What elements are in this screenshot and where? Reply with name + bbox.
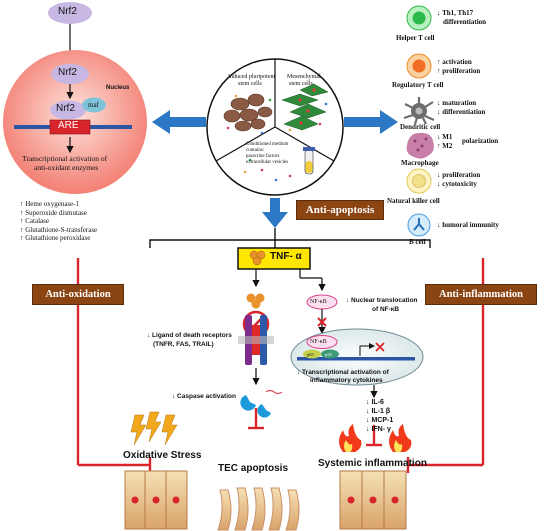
tnf-label: TNF- α [270, 251, 302, 262]
nk-effect-1: ↓ proliferation [437, 171, 481, 179]
nfkb-pathway [290, 294, 424, 399]
cytokine-item: ↓ IL-1 β [366, 408, 391, 415]
treg-effect-1: ↑ activation [437, 58, 472, 66]
maf-label: maf [88, 101, 99, 109]
cm-label-2: contains: [246, 148, 265, 153]
cytokine-item: ↓ IL-6 [366, 399, 384, 406]
dendritic-label: Dendritic cell [400, 123, 441, 131]
nfkb-top-label: NF-κB [310, 299, 327, 305]
enzyme-item: ↑ Catalase [20, 217, 49, 225]
macrophage-effect-1: ↓ M1 [437, 133, 453, 141]
enzyme-item: ↑ Glutathione peroxidase [20, 234, 91, 242]
cm-label-4: extracellular vesicles [246, 160, 289, 165]
ligand-label-2: (TNFR, FAS, TRAIL) [153, 341, 214, 348]
macrophage-effect-2: ↑ M2 [437, 142, 453, 150]
nrf2-cytoplasm [48, 2, 92, 24]
dendritic-effect-1: ↓ maturation [437, 99, 477, 107]
nfkb-translocation-2: of NF-κB [372, 306, 400, 313]
flames [339, 424, 412, 452]
msc-label-1: Mesenchymal [287, 74, 321, 80]
p65-label: p65 [307, 352, 314, 357]
ipsc-label-1: Induced pluripotent [228, 74, 276, 80]
helper-t-label: Helper T cell [396, 34, 435, 42]
nfkb-transcription-2: inflammatory cytokines [310, 377, 383, 384]
nfkb-inner-label: NF-κB [310, 339, 327, 345]
nucleus-transcription-2: anti-oxidant enzymes [34, 163, 99, 172]
helper-t-effect-2: differentiation [443, 18, 487, 26]
nrf2-mid-label: Nrf2 [58, 67, 77, 78]
death-receptor [238, 293, 283, 418]
ligand-label-1: ↓ Ligand of death receptors [147, 332, 232, 339]
immune-cells [403, 5, 435, 237]
nk-effect-2: ↓ cytotoxicity [437, 180, 477, 188]
nrf2-top-label: Nrf2 [58, 6, 77, 17]
ipsc-label-2: stem cells [238, 81, 262, 87]
tec-cells-left [124, 470, 188, 530]
nucleus-transcription-1: Transcriptional activation of [22, 154, 108, 163]
anti-oxidation-box: Anti-oxidation [32, 284, 124, 305]
enzyme-list: ↑ Heme oxygenase-1 ↑ Superoxide dismutas… [20, 200, 97, 243]
caspase-label: ↓ Caspase activation [172, 393, 236, 400]
cytokine-list: ↓ IL-6 ↓ IL-1 β ↓ MCP-1 ↓ IFN- γ [366, 398, 393, 434]
nucleus-label: Nucleus [106, 85, 130, 91]
tec-cells-apoptotic [217, 487, 300, 531]
macrophage-label: Macrophage [401, 159, 439, 167]
nrf2-low-label: Nrf2 [56, 103, 75, 114]
b-cell-label: B cell [409, 238, 426, 246]
lightning-bolts [130, 411, 178, 446]
b-cell-effect: ↓ humoral immunity [437, 221, 499, 229]
cm-label-3: paracrine factors [246, 154, 280, 159]
cytokine-item: ↓ MCP-1 [366, 417, 394, 424]
nucleus-diagram [3, 2, 147, 194]
p50-label: p50 [325, 352, 332, 357]
blue-arrows [152, 110, 398, 228]
nk-label: Natural killer cell [387, 197, 440, 205]
dendritic-effect-2: ↓ differentiation [437, 108, 486, 116]
macrophage-polarization: polarization [462, 137, 499, 145]
treg-effect-2: ↑ proliferation [437, 67, 481, 75]
enzyme-item: ↑ Glutathione-S-transferase [20, 225, 98, 234]
cm-label-1: Conditioned medium [246, 142, 289, 147]
msc-label-2: stem cells [289, 81, 313, 87]
tec-cells-right [339, 470, 407, 530]
cytokine-item: ↓ IFN- γ [366, 426, 391, 433]
are-label: ARE [58, 120, 79, 131]
anti-apoptosis-box: Anti-apoptosis [296, 200, 384, 220]
enzyme-item: ↑ Superoxide dismutase [20, 208, 87, 217]
systemic-inflammation-label: Systemic inflammation [318, 458, 427, 469]
red-inhibition-lines [76, 258, 485, 473]
tec-apoptosis-label: TEC apoptosis [218, 463, 289, 474]
treg-label: Regulatory T cell [392, 81, 444, 89]
enzyme-item: ↑ Heme oxygenase-1 [20, 200, 80, 208]
nfkb-transcription-1: ↓ Transcriptional activation of [297, 369, 389, 376]
nfkb-translocation-1: ↓ Nuclear translocation [346, 297, 418, 304]
stem-cell-pie [206, 58, 344, 196]
anti-inflammation-box: Anti-inflammation [425, 284, 537, 305]
oxidative-stress-label: Oxidative Stress [123, 450, 202, 461]
helper-t-effect-1: ↓ Th1, Th17 [437, 9, 474, 17]
